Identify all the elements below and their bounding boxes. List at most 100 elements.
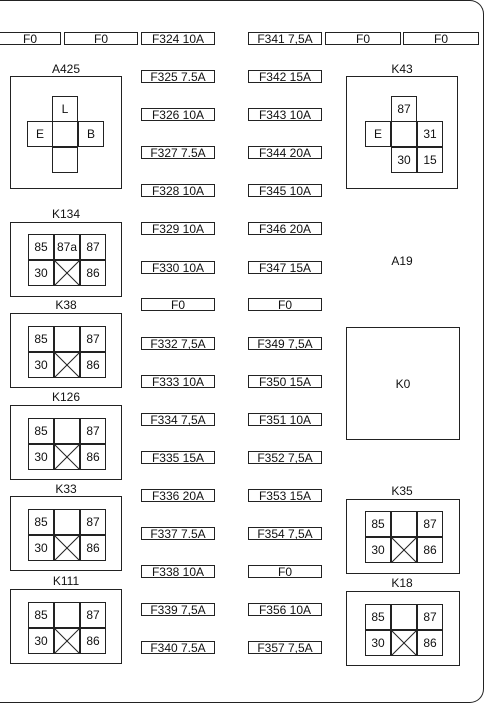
k134-pin-br: 86 [80, 260, 106, 286]
fuse-col1-3: F327 7.5A [141, 146, 215, 159]
fuse-col2-9: F350 15A [248, 375, 322, 388]
k38-pin-tl: 85 [28, 326, 54, 352]
k111-pin-tl: 85 [28, 602, 54, 628]
k18-pin-tl: 85 [365, 604, 391, 630]
k35-label: K35 [391, 484, 413, 498]
relay-k134: 85 87a 87 30 86 [10, 222, 122, 297]
k126-pin-tm [54, 418, 80, 444]
k111-pin-tm [54, 602, 80, 628]
k38-pin-br: 86 [80, 352, 106, 378]
k18-pin-tm [391, 604, 417, 630]
fuse-col1-9: F333 10A [141, 375, 215, 388]
k33-pin-tr: 87 [80, 509, 106, 535]
k134-label: K134 [51, 207, 81, 221]
fuse-top-right-2: F0 [403, 32, 479, 45]
k38-crossed-cell [54, 352, 80, 378]
fuse-col2-7: F0 [248, 298, 322, 311]
k33-pin-tl: 85 [28, 509, 54, 535]
fuse-col2-16: F357 7,5A [248, 641, 322, 654]
k111-pin-tr: 87 [80, 602, 106, 628]
relay-a425: L E B [10, 76, 122, 189]
fuse-col2-6: F347 15A [248, 261, 322, 274]
k111-pin-br: 86 [80, 628, 106, 654]
k111-pin-bl: 30 [28, 628, 54, 654]
k38-pin-tm [54, 326, 80, 352]
fuse-col1-13: F337 7.5A [141, 527, 215, 540]
k126-pin-tr: 87 [80, 418, 106, 444]
a19-label: A19 [391, 254, 413, 268]
fuse-col1-8: F332 7,5A [141, 337, 215, 350]
a425-pin-left: E [27, 121, 53, 147]
fuse-col2-3: F344 20A [248, 146, 322, 159]
k43-pin-right: 31 [417, 121, 443, 147]
k126-crossed-cell [54, 444, 80, 470]
relay-k18: 85 87 30 86 [346, 591, 460, 666]
k43-pin-bottom-right: 15 [417, 147, 443, 173]
relay-k33: 85 87 30 86 [10, 496, 122, 571]
fuse-col1-1: F325 7.5A [141, 70, 215, 83]
k33-crossed-cell [54, 535, 80, 561]
fuse-col1-0: F324 10A [141, 32, 215, 45]
k38-label: K38 [55, 298, 77, 312]
fuse-top-right-1: F0 [325, 32, 401, 45]
k111-crossed-cell [54, 628, 80, 654]
a425-pin-center [52, 121, 78, 147]
k18-pin-tr: 87 [417, 604, 443, 630]
k35-pin-tl: 85 [365, 511, 391, 537]
fuse-col1-10: F334 7,5A [141, 413, 215, 426]
k43-pin-left: E [365, 121, 391, 147]
k35-pin-tr: 87 [417, 511, 443, 537]
k33-label: K33 [55, 482, 77, 496]
a425-pin-bottom [52, 147, 78, 173]
relay-k126: 85 87 30 86 [10, 405, 122, 480]
fuse-col2-5: F346 20A [248, 222, 322, 235]
k134-pin-tm: 87a [54, 234, 80, 260]
k134-pin-tr: 87 [80, 234, 106, 260]
k18-crossed-cell [391, 630, 417, 656]
fuse-col1-7: F0 [141, 298, 215, 311]
fuse-top-left-2: F0 [64, 32, 138, 45]
k43-label: K43 [391, 62, 413, 76]
fuse-col2-0: F341 7,5A [248, 32, 322, 45]
fuse-col2-8: F349 7,5A [248, 337, 322, 350]
relay-k43: 87 E 31 30 15 [346, 76, 458, 189]
k35-crossed-cell [391, 537, 417, 563]
relay-k38: 85 87 30 86 [10, 313, 122, 388]
relay-k111: 85 87 30 86 [10, 589, 122, 664]
fuse-col1-15: F339 7,5A [141, 603, 215, 616]
k35-pin-bl: 30 [365, 537, 391, 563]
fuse-col2-12: F353 15A [248, 489, 322, 502]
fuse-col1-14: F338 10A [141, 565, 215, 578]
k35-pin-br: 86 [417, 537, 443, 563]
k33-pin-br: 86 [80, 535, 106, 561]
k43-pin-center [391, 121, 417, 147]
fuse-top-left-1: F0 [0, 32, 61, 45]
fuse-col2-1: F342 15A [248, 70, 322, 83]
fuse-col2-2: F343 10A [248, 108, 322, 121]
k35-pin-tm [391, 511, 417, 537]
k126-pin-br: 86 [80, 444, 106, 470]
a425-pin-top: L [52, 96, 78, 122]
k111-label: K111 [52, 574, 80, 588]
k38-pin-tr: 87 [80, 326, 106, 352]
fuse-col1-11: F335 15A [141, 451, 215, 464]
fuse-col1-12: F336 20A [141, 489, 215, 502]
fuse-col1-4: F328 10A [141, 184, 215, 197]
k0-label: K0 [395, 377, 411, 391]
k33-pin-bl: 30 [28, 535, 54, 561]
k134-crossed-cell [54, 260, 80, 286]
a425-pin-right: B [78, 121, 104, 147]
fuse-col2-10: F351 10A [248, 413, 322, 426]
fuse-col2-13: F354 7,5A [248, 527, 322, 540]
fuse-col1-6: F330 10A [141, 261, 215, 274]
k134-pin-tl: 85 [28, 234, 54, 260]
fuse-col2-15: F356 10A [248, 603, 322, 616]
k18-pin-bl: 30 [365, 630, 391, 656]
k43-pin-bottom: 30 [391, 147, 417, 173]
fuse-col2-14: F0 [248, 565, 322, 578]
k38-pin-bl: 30 [28, 352, 54, 378]
k33-pin-tm [54, 509, 80, 535]
k18-pin-br: 86 [417, 630, 443, 656]
relay-k35: 85 87 30 86 [346, 499, 460, 574]
